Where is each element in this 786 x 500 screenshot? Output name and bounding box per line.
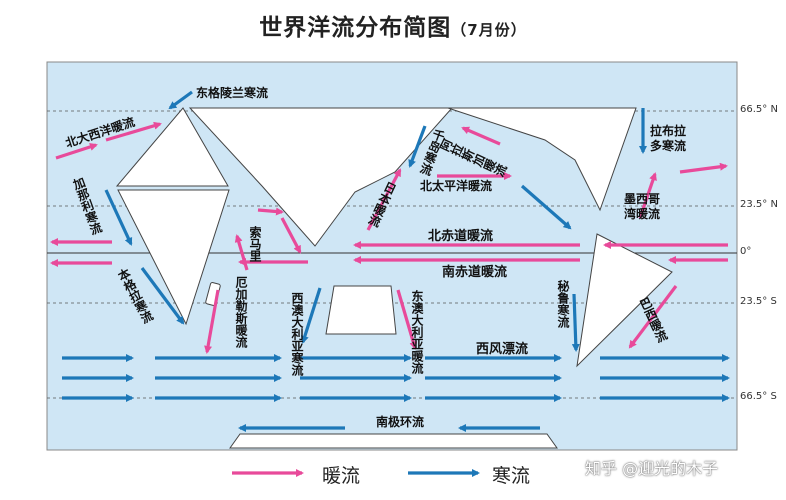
arrow-brazil [628,285,678,349]
arrow-kuroshio [366,168,402,231]
arrow-alaska [461,126,501,146]
arrow-gulf-stream [638,172,657,219]
label-peru: 秘鲁寒流 [556,280,570,328]
lat-label-n66: 66.5° N [740,104,778,115]
label-somali: 索马里 [248,226,262,262]
label-antarctic-circumpolar: 南极环流 [376,415,425,429]
lat-label-s23: 23.5° S [740,296,777,307]
page-title: 世界洋流分布简图（7月份） [259,15,527,41]
arrow-north-atlantic-1 [55,143,98,160]
arrow-canary [104,189,133,246]
label-north-equatorial: 北赤道暖流 [428,229,494,244]
continent-antarctica [229,433,558,449]
arrow-agulhas-2 [204,289,220,354]
continent-europe-africa [115,107,229,187]
arrow-somali-2 [280,217,302,254]
continent-africa [117,189,230,326]
arrow-north-atlantic-2 [105,121,162,142]
lat-label-eq: 0° [740,246,752,257]
arrow-east-greenland [168,90,193,110]
label-west-australia: 西澳大利亚寒流 [290,292,304,376]
watermark: 知乎 @迎光的木子 [585,459,719,478]
label-agulhas: 厄加勒斯暖流 [234,276,248,348]
continent-south-america [576,233,673,368]
legend-cold-label: 寒流 [492,465,531,487]
arrow-california [520,184,572,230]
label-south-equatorial: 南赤道暖流 [442,265,508,280]
arrow-benguela [140,267,185,325]
arrow-peru [571,293,580,352]
lat-label-n23: 23.5° N [740,199,778,210]
label-labrador: 拉布拉多寒流 [650,124,687,153]
continent-australia [325,285,397,335]
lat-label-s66: 66.5° S [740,391,777,402]
label-north-pacific: 北太平洋暖流 [420,179,493,193]
arrow-east-australia [396,289,418,350]
arrow-atl-north-east [679,162,728,174]
label-west-wind-drift: 西风漂流 [476,342,529,357]
arrow-oyashio [408,125,427,168]
arrow-west-australia [300,287,322,344]
label-east-australia: 东澳大利亚暖流 [410,290,424,374]
arrow-somali-1 [257,207,284,216]
label-east-greenland: 东格陵兰寒流 [196,86,269,100]
label-gulf-stream: 墨西哥湾暖流 [624,192,661,221]
continent-north-america [447,107,637,212]
legend-warm-label: 暖流 [322,465,361,487]
